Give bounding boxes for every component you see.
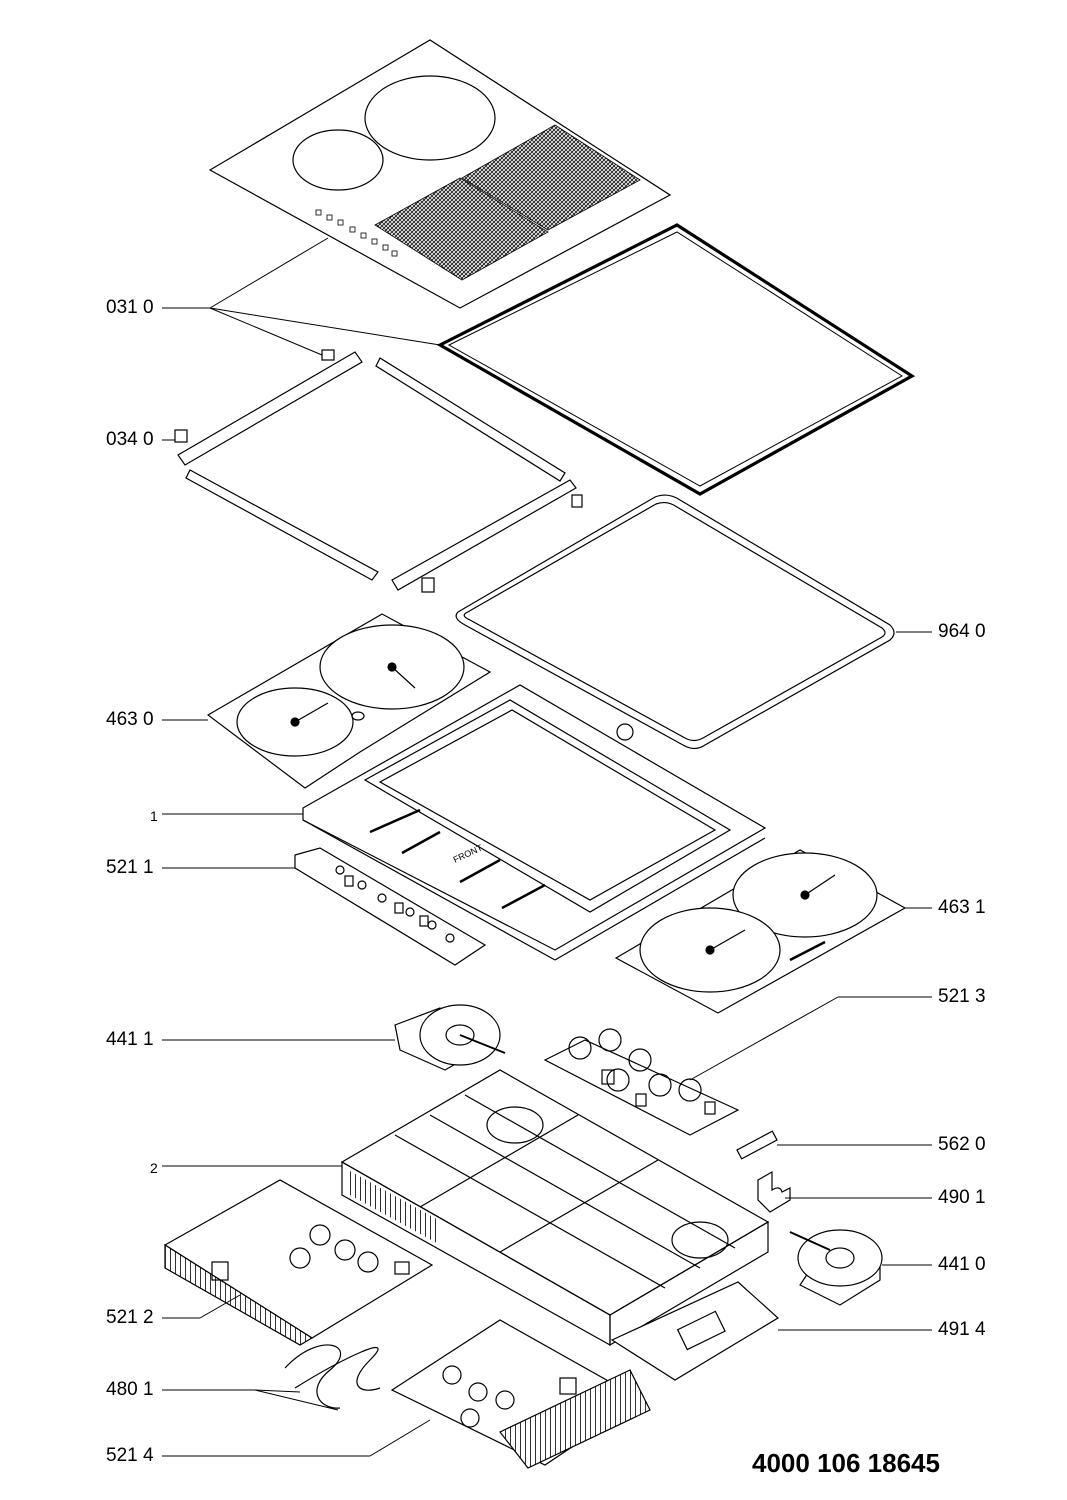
fan-441-0	[789, 1229, 883, 1306]
label-1: 1	[150, 808, 158, 824]
label-441-0: 441 0	[938, 1254, 986, 1275]
generator-board-521-4	[390, 1319, 651, 1469]
label-964-0: 964 0	[938, 621, 986, 642]
top-frame: FRONT	[302, 684, 767, 961]
control-board-521-1	[294, 847, 487, 966]
label-490-1: 490 1	[938, 1187, 986, 1208]
label-562-0: 562 0	[938, 1134, 986, 1155]
top-gasket-frame	[436, 223, 916, 496]
leader-lines	[162, 237, 932, 1457]
label-521-3: 521 3	[938, 986, 986, 1007]
glass-ceramic-top	[208, 39, 672, 309]
side-rail-set	[174, 349, 583, 593]
label-521-2: 521 2	[106, 1307, 154, 1328]
label-2: 2	[150, 1160, 158, 1176]
seal-964	[455, 494, 895, 750]
power-board-521-3	[543, 1028, 740, 1136]
base-housing	[340, 1069, 770, 1347]
generator-board-521-2	[163, 1179, 434, 1346]
label-463-0: 463 0	[106, 709, 154, 730]
label-521-1: 521 1	[106, 857, 154, 878]
label-441-1: 441 1	[106, 1029, 154, 1050]
document-number: 4000 106 18645	[752, 1448, 940, 1478]
label-491-4: 491 4	[938, 1319, 986, 1340]
fan-441-1	[394, 1004, 506, 1071]
cover-plate	[610, 1281, 780, 1381]
coil-plate-463-1	[614, 849, 907, 1014]
label-034-0: 034 0	[106, 429, 154, 450]
fuse	[736, 1130, 778, 1160]
label-031-0: 031 0	[106, 297, 154, 318]
label-521-4: 521 4	[106, 1445, 154, 1466]
label-463-1: 463 1	[938, 897, 986, 918]
wire-harness	[284, 1344, 381, 1409]
label-480-1: 480 1	[106, 1379, 154, 1400]
holder	[757, 1170, 791, 1213]
coil-plate-463-0	[206, 613, 492, 789]
